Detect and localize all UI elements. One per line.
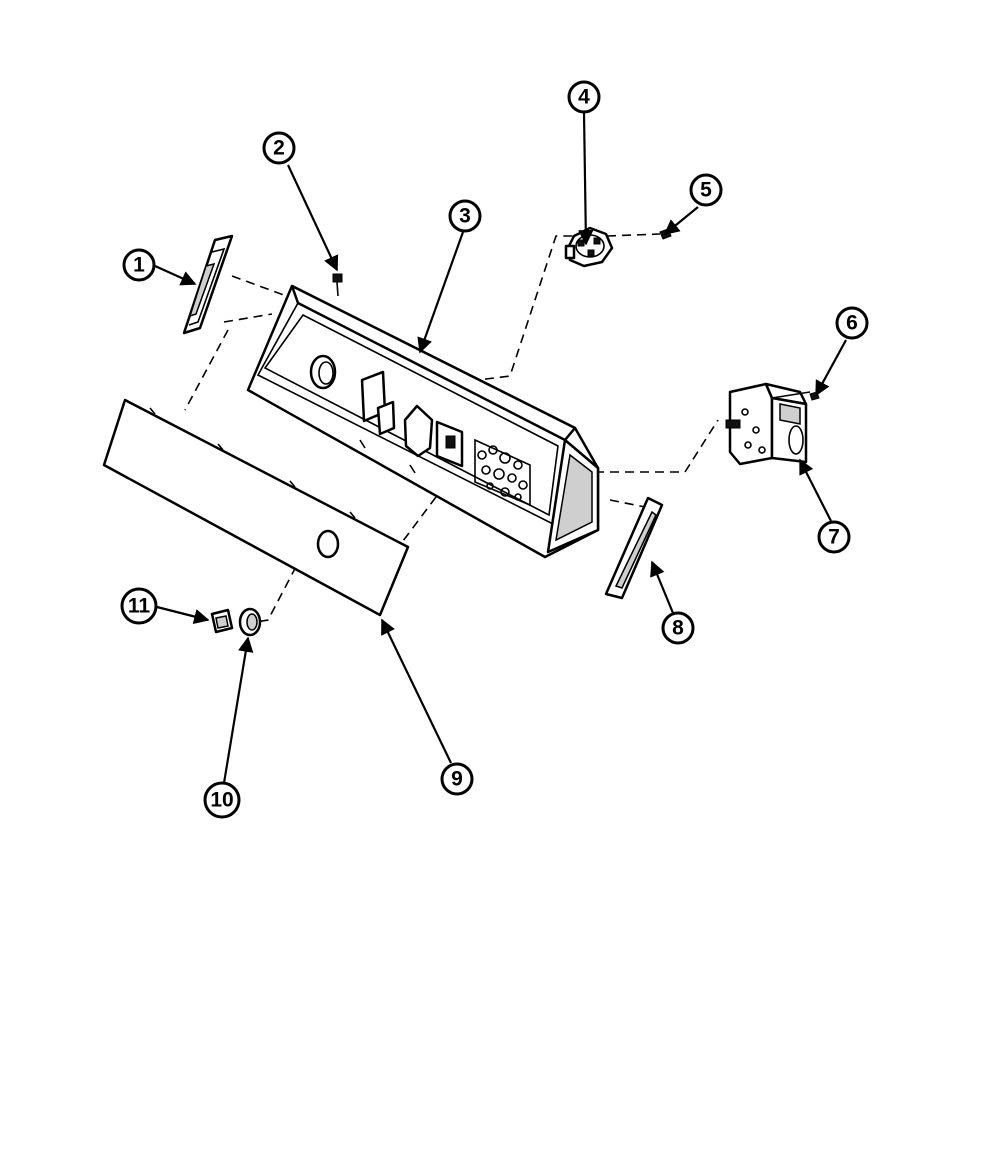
control-knob [238,607,262,637]
callout-9-label: 9 [451,768,463,791]
callout-9: 9 [440,762,474,796]
callout-2-label: 2 [273,137,285,160]
left-end-cap [182,234,234,335]
callout-3: 3 [448,199,482,233]
callout-5: 5 [689,173,723,207]
timer-mounting-holes [477,445,528,501]
right-end-cap [604,496,664,600]
callout-1-label: 1 [133,254,145,277]
callout-8: 8 [661,611,695,645]
callout-4-label: 4 [578,86,590,109]
callout-10-label: 10 [210,789,233,812]
mounting-screw [332,273,343,297]
callout-8-label: 8 [672,617,684,640]
callout-10: 10 [203,781,241,819]
callout-4: 4 [567,80,601,114]
callout-6-label: 6 [846,312,858,335]
callout-2: 2 [262,131,296,165]
callout-11: 11 [120,587,158,625]
callout-3-label: 3 [459,205,471,228]
callout-1: 1 [122,248,156,282]
knob-insert [210,608,234,634]
leader-lines [154,112,847,784]
callout-11-label: 11 [128,595,151,618]
callout-7-label: 7 [828,526,840,549]
control-panel-console [246,284,600,559]
callout-6: 6 [835,306,869,340]
callout-7: 7 [817,520,851,554]
timer-assembly [725,382,811,466]
rotary-switch [564,226,614,268]
front-control-panel [102,398,410,617]
callout-5-label: 5 [700,179,712,202]
